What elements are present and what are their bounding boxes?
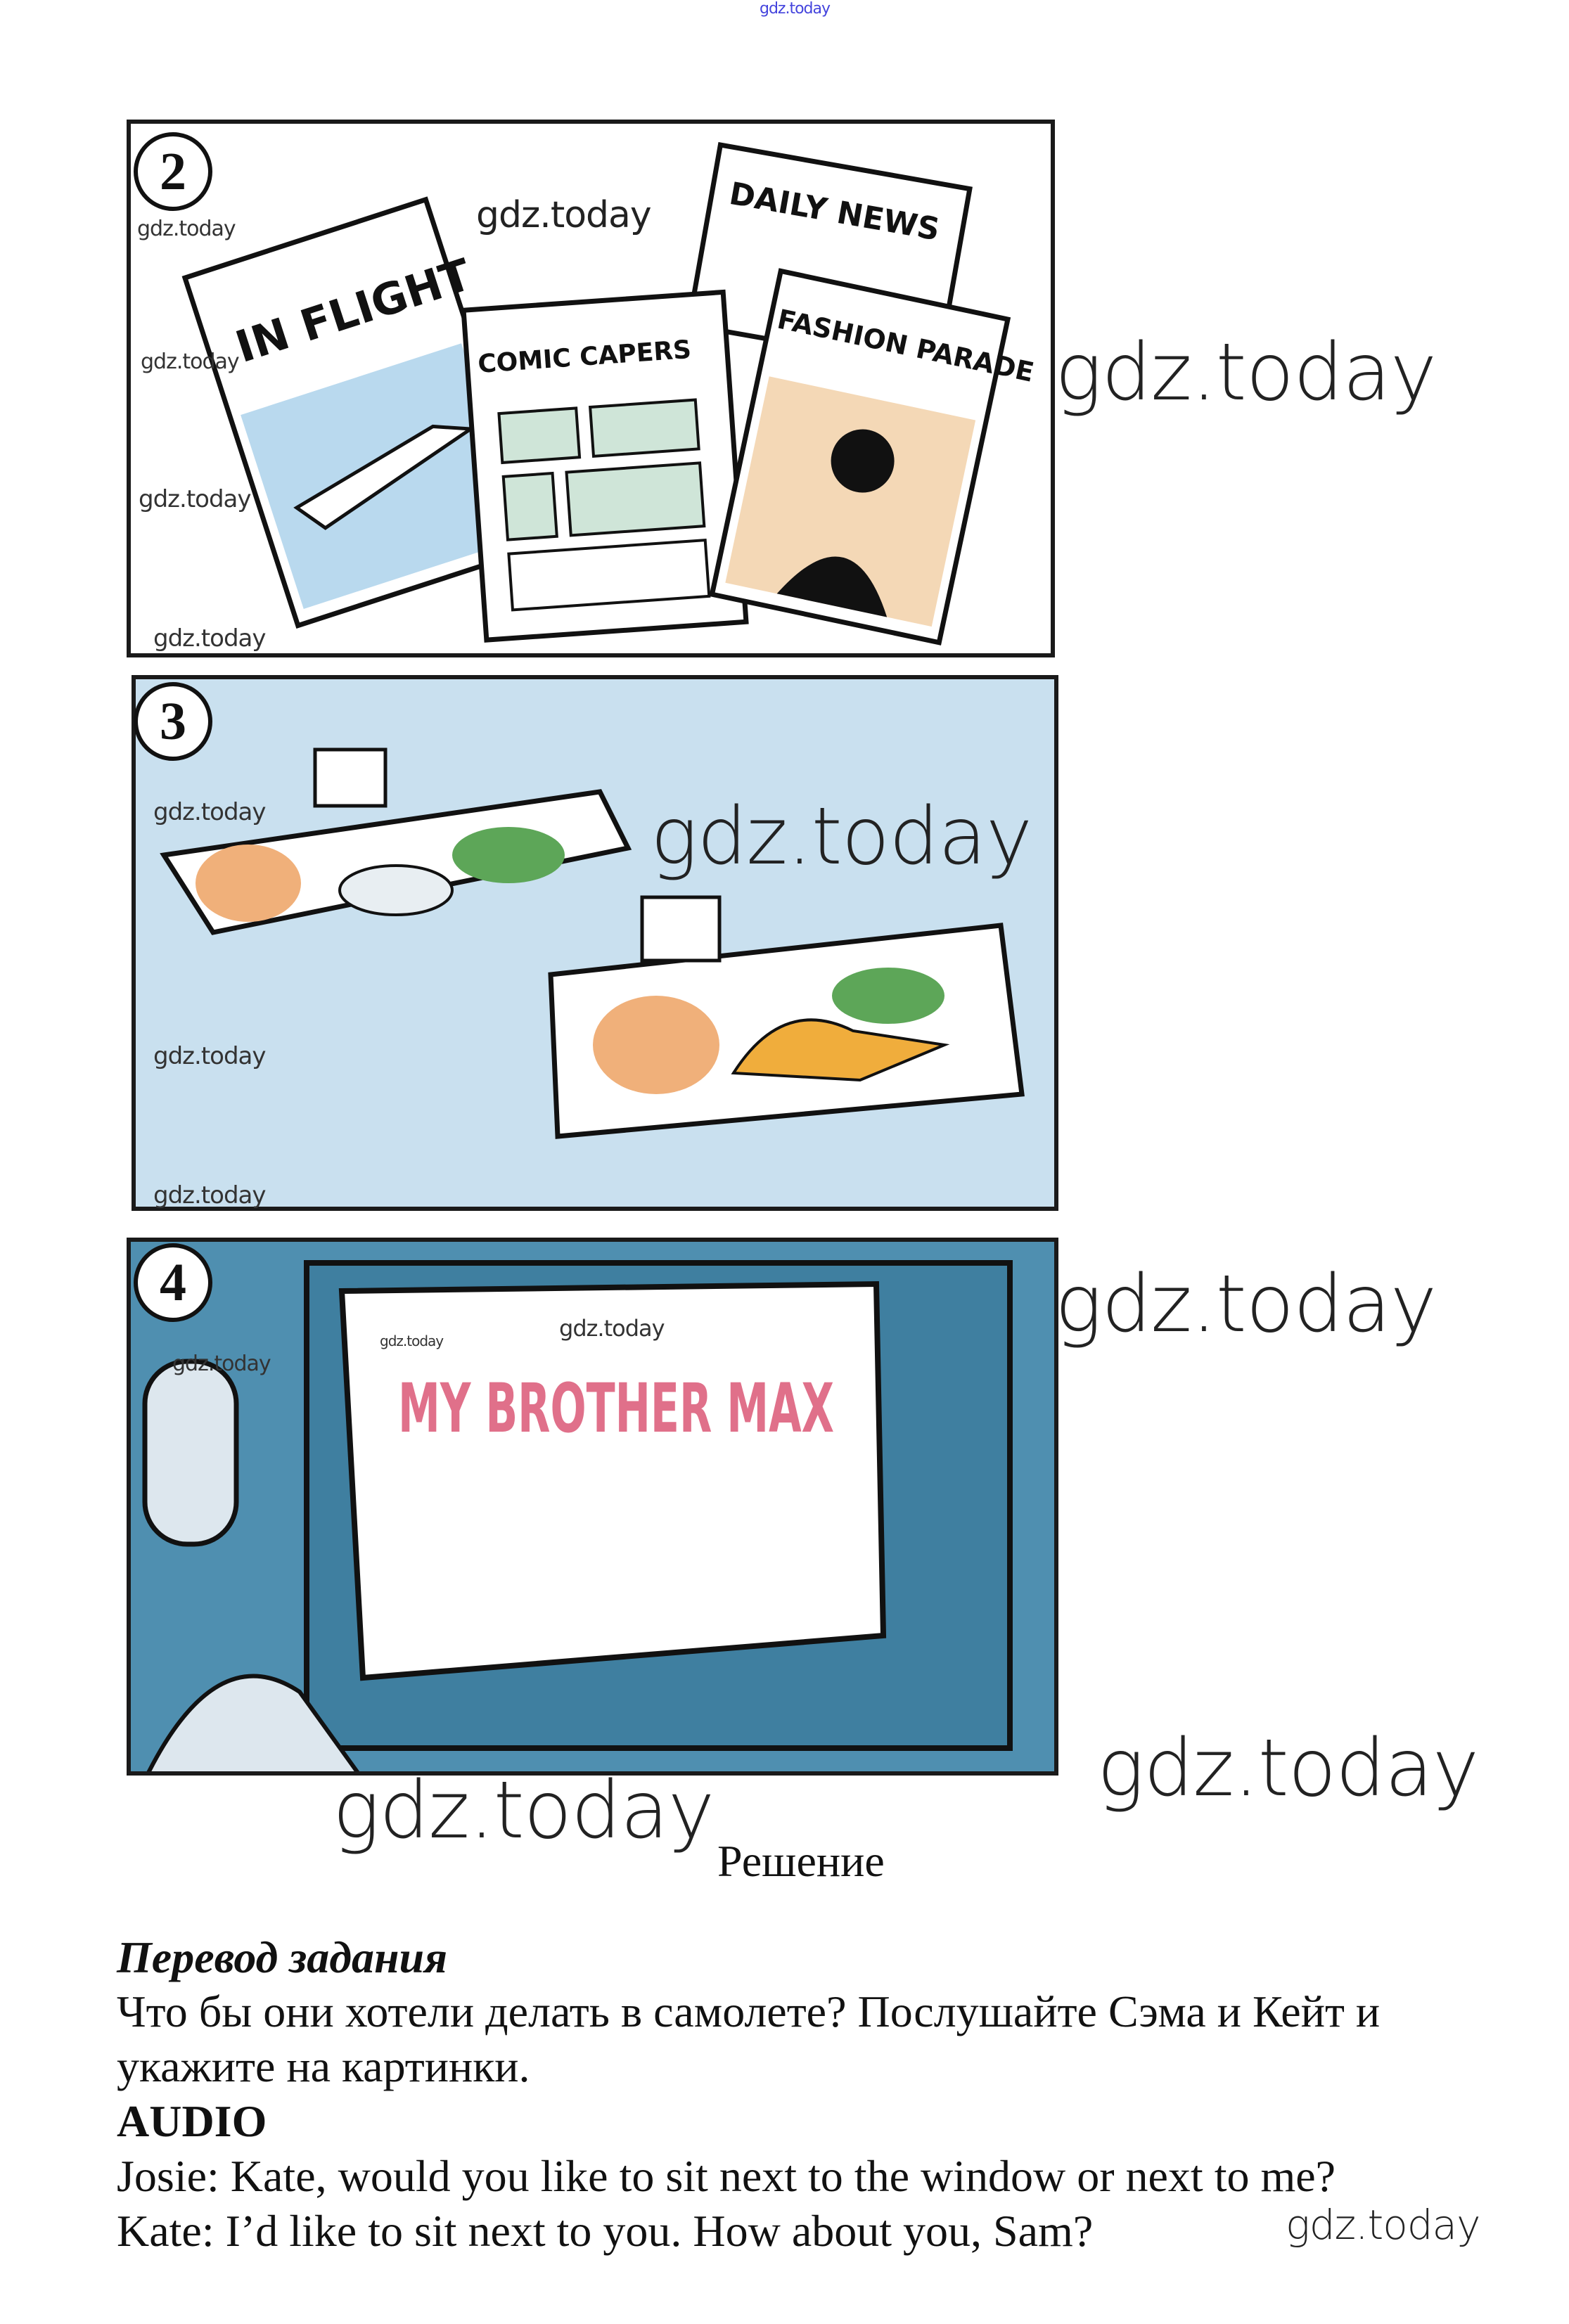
- watermark: gdz.today: [559, 1315, 665, 1342]
- tv-screen: [338, 1280, 887, 1681]
- comic-capers-magazine: COMIC CAPERS: [461, 289, 749, 643]
- seatback-screen-illustration: MY BROTHER MAX: [142, 1260, 1013, 1771]
- panel-number-2: 2: [134, 132, 212, 211]
- watermark: gdz.today: [333, 1765, 715, 1856]
- watermark: gdz.today: [1286, 2201, 1480, 2249]
- movie-title: MY BROTHER MAX: [398, 1369, 834, 1448]
- watermark: gdz.today: [137, 217, 236, 241]
- watermark: gdz.today: [153, 1042, 266, 1070]
- watermark: gdz.today: [153, 624, 266, 653]
- fashion-parade-magazine: FASHION PARADE: [709, 268, 1037, 646]
- translation-heading: Перевод задания: [117, 1932, 448, 1982]
- translation-line-2: укажите на картинки.: [117, 2041, 530, 2091]
- meal-trays-illustration: [160, 747, 1025, 1139]
- window-icon: [142, 1359, 239, 1547]
- top-watermark: gdz.today: [760, 0, 831, 18]
- watermark: gdz.today: [1097, 1723, 1479, 1814]
- magazines-illustration: IN FLIGHT DAILY NEWS COMIC CAPERS FASHIO…: [181, 142, 1037, 646]
- panel-number-3: 3: [134, 682, 212, 761]
- in-flight-magazine: IN FLIGHT: [181, 196, 542, 629]
- watermark: gdz.today: [153, 1181, 266, 1209]
- passenger-head: [146, 1674, 360, 1771]
- meal-tray-1: [160, 747, 632, 935]
- watermark: gdz.today: [380, 1333, 444, 1349]
- watermark: gdz.today: [651, 791, 1032, 882]
- translation-line-1: Что бы они хотели делать в самолете? Пос…: [117, 1986, 1381, 2036]
- watermark: gdz.today: [153, 798, 266, 826]
- panel-2-magazines: IN FLIGHT DAILY NEWS COMIC CAPERS FASHIO…: [127, 120, 1055, 657]
- audio-line-2: Kate: I’d like to sit next to you. How a…: [117, 2206, 1094, 2256]
- audio-heading: AUDIO: [117, 2096, 267, 2146]
- watermark: gdz.today: [172, 1352, 271, 1376]
- watermark: gdz.today: [141, 349, 240, 374]
- panel-number-4: 4: [134, 1243, 212, 1322]
- watermark: gdz.today: [476, 194, 652, 236]
- watermark: gdz.today: [1055, 1259, 1437, 1350]
- audio-line-1: Josie: Kate, would you like to sit next …: [117, 2151, 1336, 2201]
- solution-label: Решение: [717, 1836, 885, 1886]
- panel-3-meals: [132, 675, 1058, 1211]
- watermark: gdz.today: [1055, 327, 1437, 418]
- panel-4-movie-screen: MY BROTHER MAX: [127, 1238, 1058, 1776]
- meal-tray-2: [548, 895, 1025, 1139]
- watermark: gdz.today: [139, 485, 251, 513]
